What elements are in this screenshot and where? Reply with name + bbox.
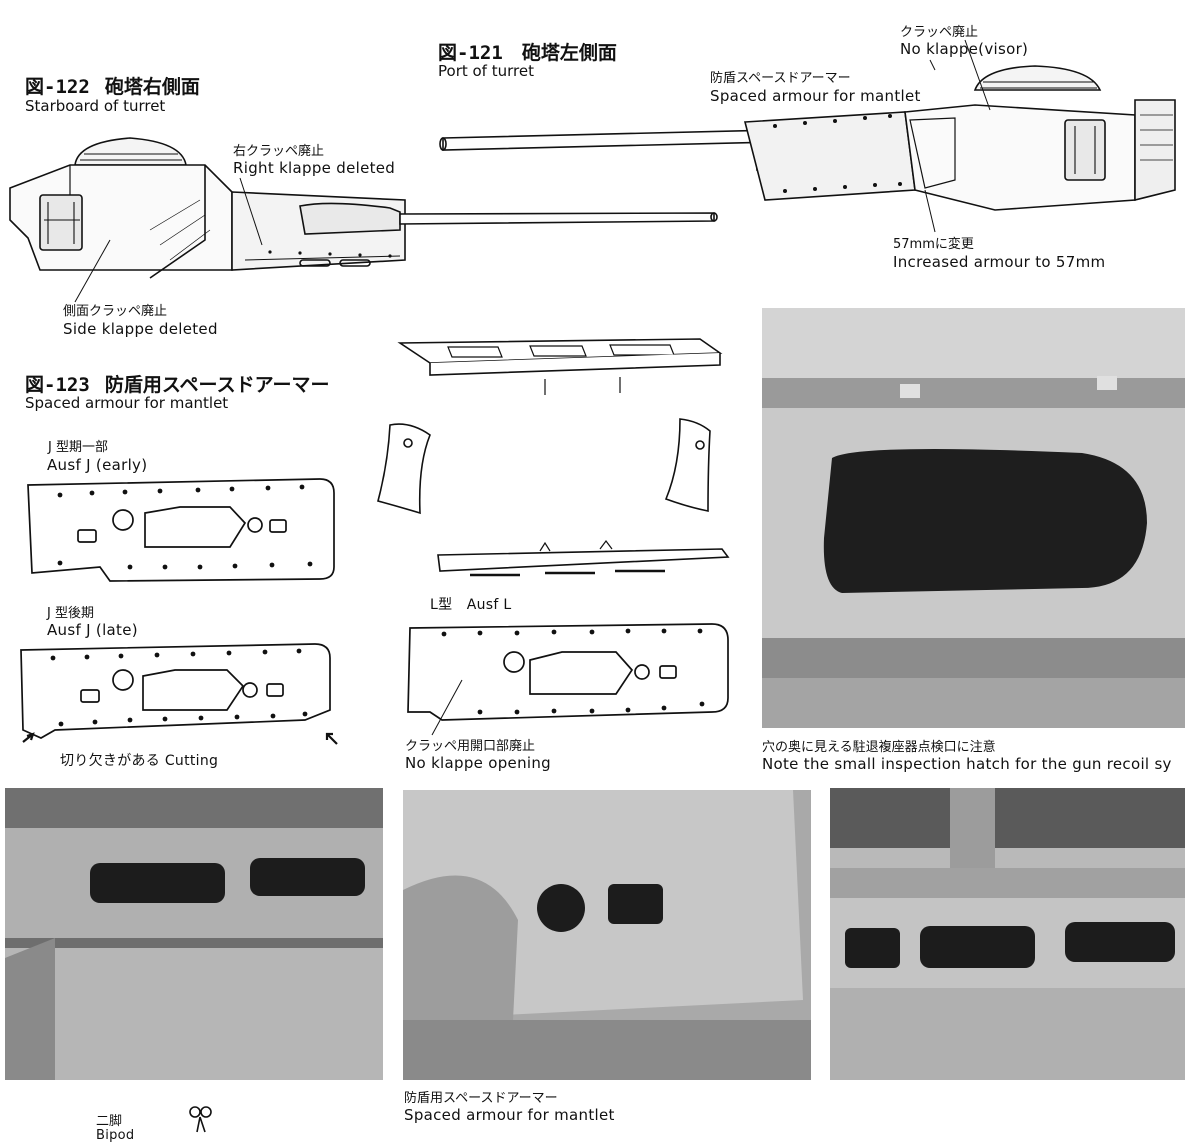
late-label-en: Ausf J (late) bbox=[47, 621, 138, 639]
photo-mantlet-center bbox=[403, 790, 811, 1080]
bipod-icon bbox=[189, 1106, 212, 1133]
fig123-number: 図-123 bbox=[25, 374, 90, 396]
fig122-title-en: Starboard of turret bbox=[25, 97, 166, 115]
cutting-label: 切り欠きがある Cutting bbox=[60, 753, 219, 769]
photo-mantlet-left bbox=[5, 788, 383, 1080]
plate-early-drawing bbox=[27, 478, 335, 582]
right-klappe-en: Right klappe deleted bbox=[233, 159, 396, 177]
right-klappe-jp: 右クラッペ廃止 bbox=[233, 144, 325, 159]
fig122-number: 図-122 bbox=[25, 76, 90, 98]
plate-late-drawing bbox=[20, 643, 338, 745]
bipod-label-jp: 二脚 bbox=[96, 1114, 123, 1129]
side-klappe-jp: 側面クラッペ廃止 bbox=[63, 304, 168, 319]
early-label-jp: J 型期一部 bbox=[48, 440, 108, 455]
starboard-leader-lines bbox=[74, 177, 263, 303]
late-label-jp: J 型後期 bbox=[47, 606, 94, 621]
fig121-title-jp: 砲塔左側面 bbox=[521, 42, 617, 64]
fig121-heading: 図-121 砲塔左側面 bbox=[438, 38, 617, 65]
fig123-title-en: Spaced armour for mantlet bbox=[25, 394, 229, 412]
plate-ausf-l-drawing bbox=[407, 623, 729, 736]
fig123-heading: 図-123 防盾用スペースドアーマー bbox=[25, 370, 329, 397]
exploded-armour-parts bbox=[377, 338, 730, 577]
photo-mantlet-right bbox=[830, 788, 1185, 1080]
fig122-heading: 図-122 砲塔右側面 bbox=[25, 72, 200, 99]
port-turret-drawing bbox=[439, 39, 1176, 233]
mantlet-caption-jp: 防盾用スペースドアーマー bbox=[404, 1091, 558, 1106]
bipod-label-en: Bipod bbox=[96, 1128, 135, 1143]
increased-armour-jp: 57mmに変更 bbox=[893, 237, 974, 252]
no-klappe-visor-en: No klappe(visor) bbox=[900, 40, 1029, 58]
fig121-number: 図-121 bbox=[438, 42, 503, 64]
starboard-turret-drawing bbox=[9, 137, 718, 279]
fig121-title-en: Port of turret bbox=[438, 62, 534, 80]
no-opening-en: No klappe opening bbox=[405, 754, 551, 772]
side-klappe-en: Side klappe deleted bbox=[63, 320, 218, 338]
photo-inspection-hatch bbox=[762, 308, 1185, 728]
fig122-title-jp: 砲塔右側面 bbox=[104, 76, 200, 98]
increased-armour-en: Increased armour to 57mm bbox=[893, 253, 1106, 271]
hatch-caption-jp: 穴の奥に見える駐退複座器点検口に注意 bbox=[762, 740, 996, 755]
spaced-armour-jp: 防盾スペースドアーマー bbox=[710, 71, 851, 86]
fig123-title-jp: 防盾用スペースドアーマー bbox=[104, 374, 330, 396]
spaced-armour-en: Spaced armour for mantlet bbox=[710, 87, 921, 105]
early-label-en: Ausf J (early) bbox=[47, 456, 148, 474]
mantlet-caption-en: Spaced armour for mantlet bbox=[404, 1106, 615, 1124]
no-opening-jp: クラッペ用開口部廃止 bbox=[405, 739, 536, 754]
no-klappe-visor-jp: クラッペ廃止 bbox=[900, 25, 979, 40]
hatch-caption-en: Note the small inspection hatch for the … bbox=[762, 755, 1172, 773]
ausf-l-label: L型 Ausf L bbox=[430, 597, 512, 613]
